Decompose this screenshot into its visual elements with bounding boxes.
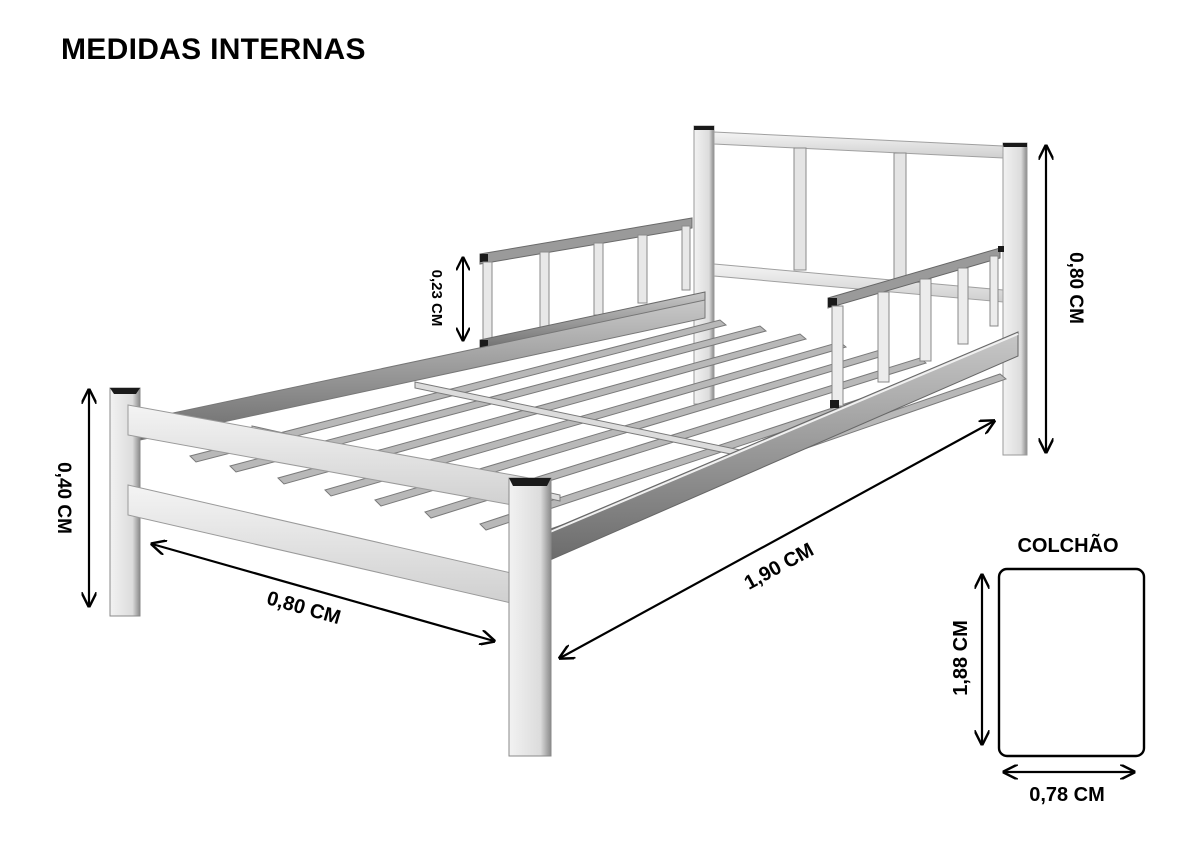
mattress-width-label: 0,78 CM: [1029, 784, 1105, 806]
footboard: [109, 387, 552, 757]
mattress-outline: [997, 567, 1146, 758]
mattress-diagram: COLCHÃO 1,88 CM 0,78 CM: [950, 534, 1146, 806]
headboard-height-dimension: 0,80 CM: [1046, 146, 1086, 452]
front-guard-rail: [827, 246, 1004, 408]
bed-length-label: 1,90 CM: [741, 539, 818, 595]
bed-width-label: 0,80 CM: [264, 587, 343, 629]
headboard-height-label: 0,80 CM: [1065, 252, 1086, 324]
leg-height-label: 0,40 CM: [53, 462, 74, 534]
guard-rail-height-label: 0,23 CM: [428, 270, 445, 327]
mattress-length-label: 1,88 CM: [950, 620, 972, 696]
guard-rail-height-dimension: 0,23 CM: [428, 258, 463, 340]
leg-height-dimension: 0,40 CM: [53, 390, 89, 606]
page-title: MEDIDAS INTERNAS: [61, 33, 366, 66]
mattress-title: COLCHÃO: [1017, 534, 1118, 557]
